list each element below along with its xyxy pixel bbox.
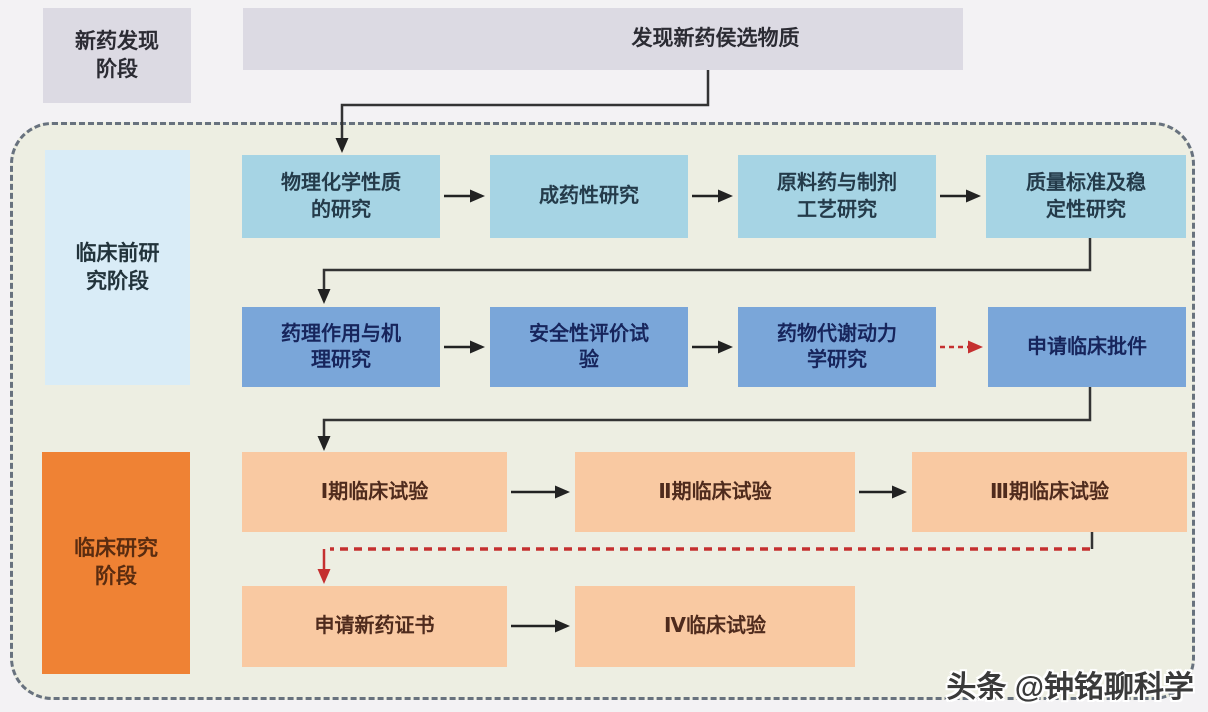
node-druggability-research: 成药性研究	[490, 155, 688, 238]
node-physicochemical-research: 物理化学性质 的研究	[242, 155, 440, 238]
node-quality-stability-research: 质量标准及稳 定性研究	[986, 155, 1186, 238]
stage-label-discovery: 新药发现 阶段	[43, 8, 191, 103]
node-phase1-clinical-trial: Ⅰ期临床试验	[242, 452, 507, 532]
node-api-formulation-process: 原料药与制剂 工艺研究	[738, 155, 936, 238]
node-apply-new-drug-certificate: 申请新药证书	[242, 586, 507, 667]
node-apply-clinical-approval: 申请临床批件	[988, 307, 1186, 387]
watermark-toutiao: 头条 @钟铭聊科学	[946, 671, 1194, 704]
stage-label-clinical: 临床研究 阶段	[42, 452, 190, 674]
node-pharmacokinetics-research: 药物代谢动力 学研究	[738, 307, 936, 387]
stage-label-preclinical: 临床前研 究阶段	[45, 150, 190, 385]
node-phase2-clinical-trial: Ⅱ期临床试验	[575, 452, 855, 532]
node-phase4-clinical-trial: Ⅳ临床试验	[575, 586, 855, 667]
node-phase3-clinical-trial: Ⅲ期临床试验	[912, 452, 1187, 532]
node-safety-evaluation-trial: 安全性评价试 验	[490, 307, 688, 387]
node-discover-candidate: 发现新药侯选物质	[243, 8, 963, 70]
node-pharmacology-mechanism: 药理作用与机 理研究	[242, 307, 440, 387]
